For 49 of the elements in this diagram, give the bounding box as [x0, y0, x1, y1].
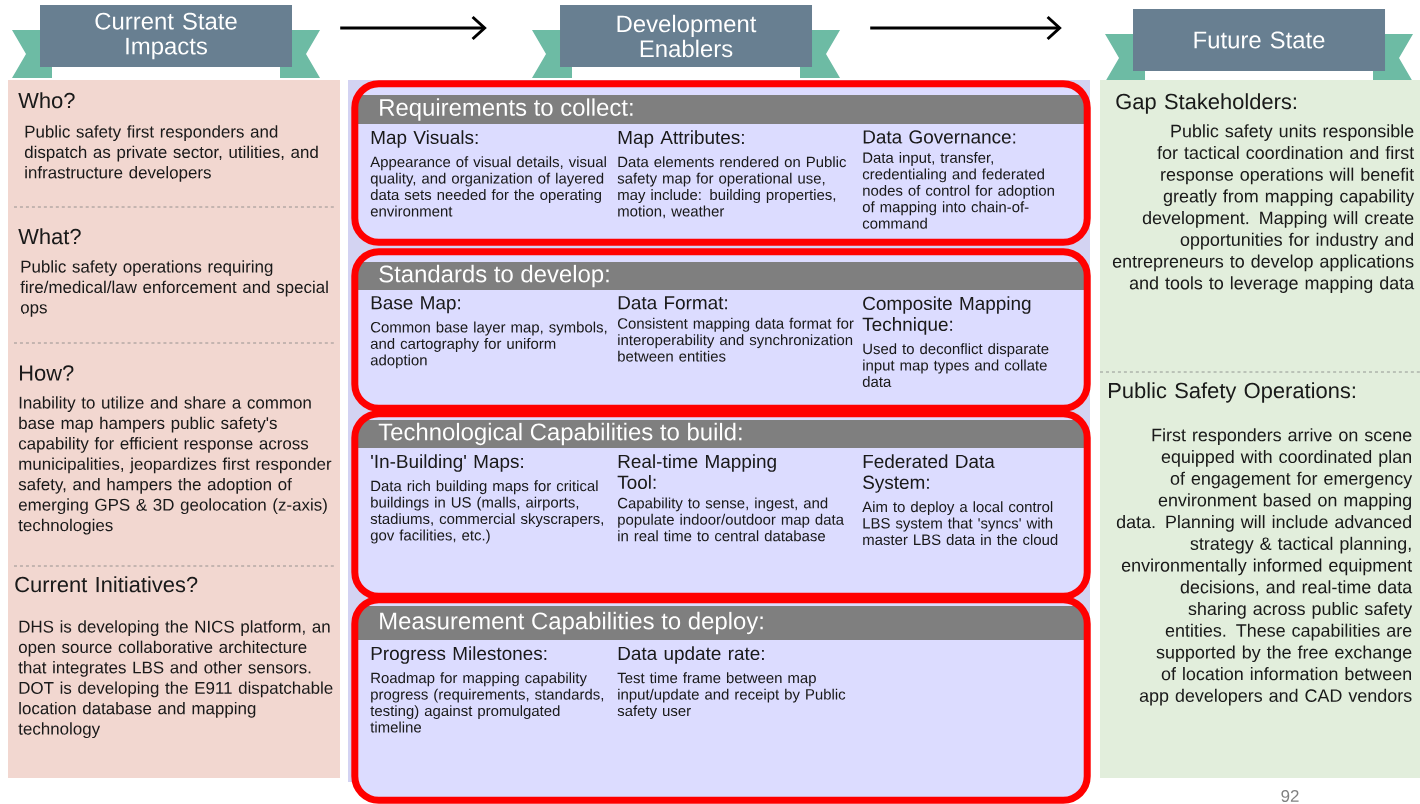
item-title: Map Attributes:	[618, 130, 744, 148]
panel	[8, 80, 340, 778]
item-title: Map Visuals:	[371, 130, 478, 148]
ribbon-banner: Development Enablers	[532, 5, 840, 78]
body-text: Public safety units responsible for tactical coordination and first response operations will benefit greatly from mapping capability development. Mapping will create opportunities for industry and entrepreneurs to develop applications and tools to leverage mapping data	[1112, 124, 1415, 293]
section-box	[351, 410, 1091, 600]
section-box	[351, 596, 1091, 804]
ribbon-banner: Current State Impacts	[12, 5, 320, 78]
section-header: Requirements to collect:	[380, 98, 633, 121]
body-text: First responders arrive on scene equipped with coordinated plan of engagement for emergency environment based on mapping data. Planning will include advanced strategy & tactical planning, environmentally informed equipment decisions, and real-time data sharing across public safety entities. These capabilities are supported by the free exchange of location information between app developers and CAD vendors	[1116, 428, 1413, 706]
item-title: Base Map:	[371, 296, 460, 314]
item-text: Consistent mapping data format for interoperability and synchronization between entities	[617, 317, 854, 362]
body-text: Public safety operations requiring fire/medical/law enforcement and special ops	[20, 260, 328, 317]
item-text: Common base layer map, symbols, and cartography for uniform adoption	[370, 321, 607, 369]
section-header: Measurement Capabilities to deploy:	[380, 611, 763, 635]
item-text: Aim to deploy a local control LBS system that 'syncs' with master LBS data in the cloud	[862, 501, 1058, 545]
item-text: Data elements rendered on Public safety map for operational use, may include: building properties, motion, weather	[617, 156, 847, 219]
item-title: 'In-Building' Maps:	[371, 454, 523, 472]
item-title: Composite Mapping Technique:	[862, 296, 1031, 335]
section-heading: How?	[20, 365, 74, 381]
item-title: Data Governance:	[863, 130, 1016, 144]
item-title: Data Format:	[618, 296, 727, 310]
section-header: Standards to develop:	[379, 264, 609, 288]
section-header: Technological Capabilities to build:	[378, 422, 742, 446]
item-text: Roadmap for mapping capability progress (requirements, standards, testing) against promulgated timeline	[370, 672, 604, 733]
item-title: Federated Data System:	[863, 454, 995, 493]
item-title: Progress Milestones:	[371, 646, 547, 664]
arrow	[870, 15, 1062, 41]
section-heading: Current Initiatives?	[15, 576, 198, 593]
body-text: DHS is developing the NICS platform, an open source collaborative architecture that integrates LBS and other sensors. DOT is developing the E911 dispatchable location database and mapping technology	[18, 620, 333, 739]
item-text: Data input, transfer, credentialing and federated nodes of control for adoption of mapping into chain-of-command	[862, 152, 1054, 229]
item-title: Real-time Mapping Tool:	[617, 454, 776, 490]
item-text: Capability to sense, ingest, and populate indoor/outdoor map data in real time to central database	[617, 497, 844, 542]
item-text: Test time frame between map input/update and receipt by Public safety user	[617, 672, 846, 720]
panel	[1099, 80, 1420, 778]
section-heading: Who?	[18, 92, 75, 109]
body-text: Public safety first responders and dispatch as private sector, utilities, and infrastructure developers	[24, 125, 318, 182]
arrow	[340, 15, 487, 41]
ribbon-banner: Future State	[1105, 9, 1413, 82]
section-box	[351, 80, 1091, 246]
item-text: Used to deconflict disparate input map types and collate data	[862, 343, 1049, 387]
section-heading: Public Safety Operations:	[1109, 382, 1355, 403]
section-heading: What?	[18, 228, 81, 245]
section-heading: Gap Stakeholders:	[1116, 93, 1296, 114]
body-text: Inability to utilize and share a common base map hampers public safety's capability for efficient response across municipalities, jeopardizes first responder safety, and hampers the adoption of emerging GPS & 3D geolocation (z-axis) technologies	[18, 396, 332, 535]
item-title: Data update rate:	[618, 646, 764, 664]
item-text: Data rich building maps for critical buildings in US (malls, airports, stadiums, commercial skyscrapers, gov facilities, etc.)	[370, 480, 603, 544]
item-text: Appearance of visual details, visual quality, and organization of layered data sets needed for the operating environment	[370, 156, 606, 217]
section-box	[351, 248, 1091, 412]
